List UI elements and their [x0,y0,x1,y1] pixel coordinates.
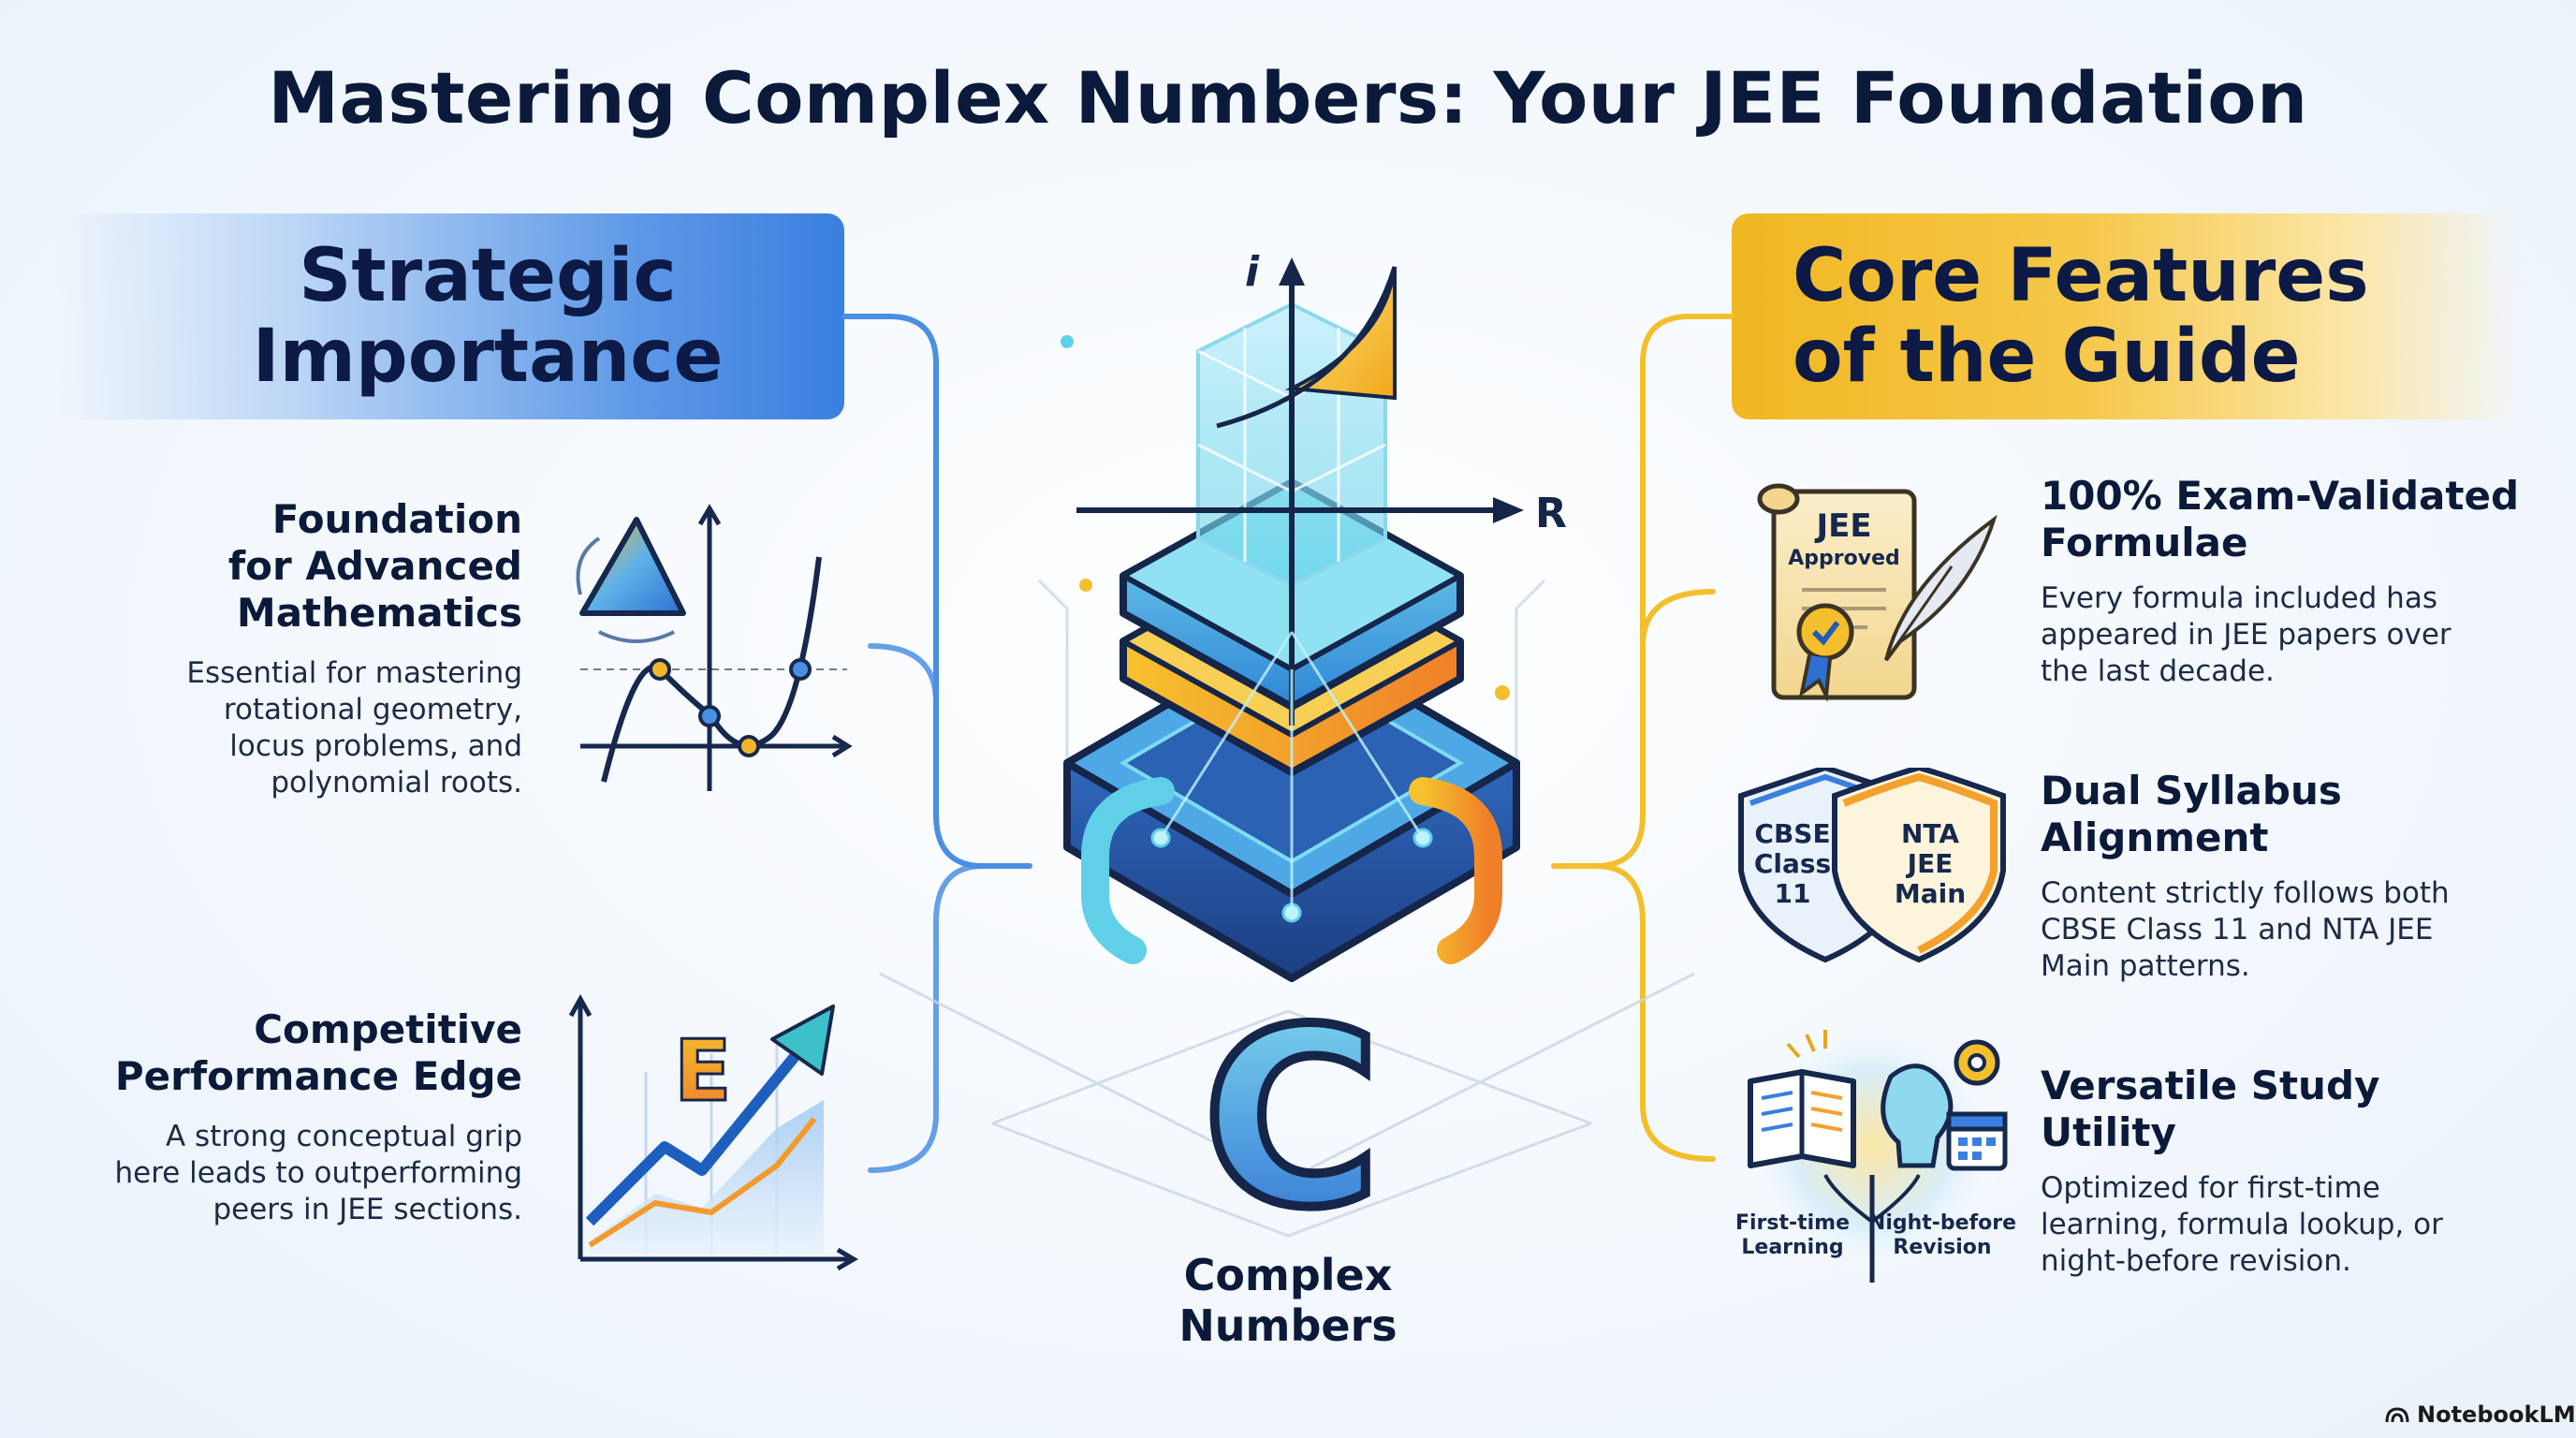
shield-text: CBSE [1754,818,1830,849]
desc-line: the last decade. [2041,654,2275,688]
desc-line: Every formula included has [2041,581,2437,615]
exam-validated-description: Every formula included has appeared in J… [2041,580,2546,690]
desc-line: rotational geometry, [223,693,522,726]
study-label: Night-before [1868,1211,2016,1235]
real-axis-label: R [1535,490,1567,537]
desc-line: night-before revision. [2041,1244,2351,1278]
desc-line: appeared in JEE papers over [2041,618,2452,652]
scroll-text-jee: JEE [1814,507,1871,545]
page-title: Mastering Complex Numbers: Your JEE Foun… [268,56,2308,139]
desc-line: Essential for mastering [186,656,522,690]
banner-left-line2: Importance [252,315,724,399]
study-label: Revision [1893,1236,1991,1259]
versatile-study-description: Optimized for first-time learning, formu… [2041,1170,2546,1280]
desc-line: Optimized for first-time [2041,1171,2380,1205]
center-caption: Complex Numbers [1101,1250,1475,1351]
heading-line: Mathematics [236,590,522,636]
study-utility-icon: First-time Learning Night-before Revisio… [1735,1025,2016,1283]
desc-line: CBSE Class 11 and NTA JEE [2041,913,2434,946]
desc-line: learning, formula lookup, or [2041,1208,2443,1241]
shield-text: 11 [1775,878,1811,909]
foundation-heading: Foundation for Advanced Mathematics [187,496,522,637]
left-connector-top [842,314,1032,869]
core-features-banner: Core Features of the Guide [1732,213,2520,419]
imaginary-axis-label: i [1245,248,1260,296]
heading-line: Utility [2041,1109,2176,1155]
heading-line: Alignment [2041,814,2269,860]
notebooklm-brand: NotebookLM [2385,1401,2576,1428]
heading-line: Competitive [254,1006,522,1052]
heading-line: Formulae [2041,520,2248,565]
heading-line: Versatile Study [2041,1063,2380,1108]
competitive-edge-heading: Competitive Performance Edge [94,1006,522,1100]
shield-text: JEE [1906,848,1954,879]
shield-text: Class [1754,848,1831,879]
shield-text: Main [1895,878,1966,909]
desc-line: polynomial roots. [271,766,522,800]
scroll-icon: JEE Approved [1757,483,1998,703]
caption-line: Numbers [1178,1300,1398,1351]
foundation-description: Essential for mastering rotational geome… [94,655,522,801]
heading-line: Performance Edge [114,1053,522,1099]
desc-line: locus problems, and [229,729,522,763]
heading-line: for Advanced [227,543,522,589]
right-connector-top [1551,314,1734,869]
heading-line: 100% Exam-Validated [2041,473,2520,519]
grade-e-icon: E [674,1022,731,1121]
dual-shield-icon: CBSE Class 11 NTA JEE Main [1738,768,2006,963]
growth-chart-icon: E [568,993,858,1271]
left-connector-bottom [868,863,986,1173]
polynomial-graph-icon [576,504,853,791]
study-label: Learning [1741,1236,1843,1259]
brand-text: NotebookLM [2417,1401,2576,1428]
study-label: First-time [1735,1211,1850,1235]
competitive-edge-description: A strong conceptual grip here leads to o… [75,1119,522,1228]
desc-line: peers in JEE sections. [212,1193,522,1226]
heading-line: Dual Syllabus [2041,768,2342,814]
dual-syllabus-heading: Dual Syllabus Alignment [2041,768,2527,861]
heading-line: Foundation [271,496,522,542]
banner-right-line2: of the Guide [1793,315,2301,399]
right-connector-bottom [1593,863,1716,1162]
scroll-text-approved: Approved [1788,547,1900,570]
desc-line: A strong conceptual grip [165,1120,522,1153]
caption-line: Complex [1183,1250,1393,1300]
shield-text: NTA [1901,818,1959,849]
notebooklm-logo-icon [2385,1407,2409,1423]
complex-numbers-stack-illustration: i R C [1061,248,1567,1250]
exam-validated-heading: 100% Exam-Validated Formulae [2041,473,2527,566]
banner-right-line1: Core Features [1793,234,2369,318]
desc-line: Main patterns. [2041,949,2250,983]
dual-syllabus-description: Content strictly follows both CBSE Class… [2041,875,2546,985]
complex-set-symbol: C [1203,978,1382,1250]
desc-line: Content strictly follows both [2041,876,2450,910]
desc-line: here leads to outperforming [114,1156,522,1190]
versatile-study-heading: Versatile Study Utility [2041,1063,2527,1156]
strategic-importance-banner: Strategic Importance [56,213,844,419]
banner-left-line1: Strategic [299,234,677,318]
